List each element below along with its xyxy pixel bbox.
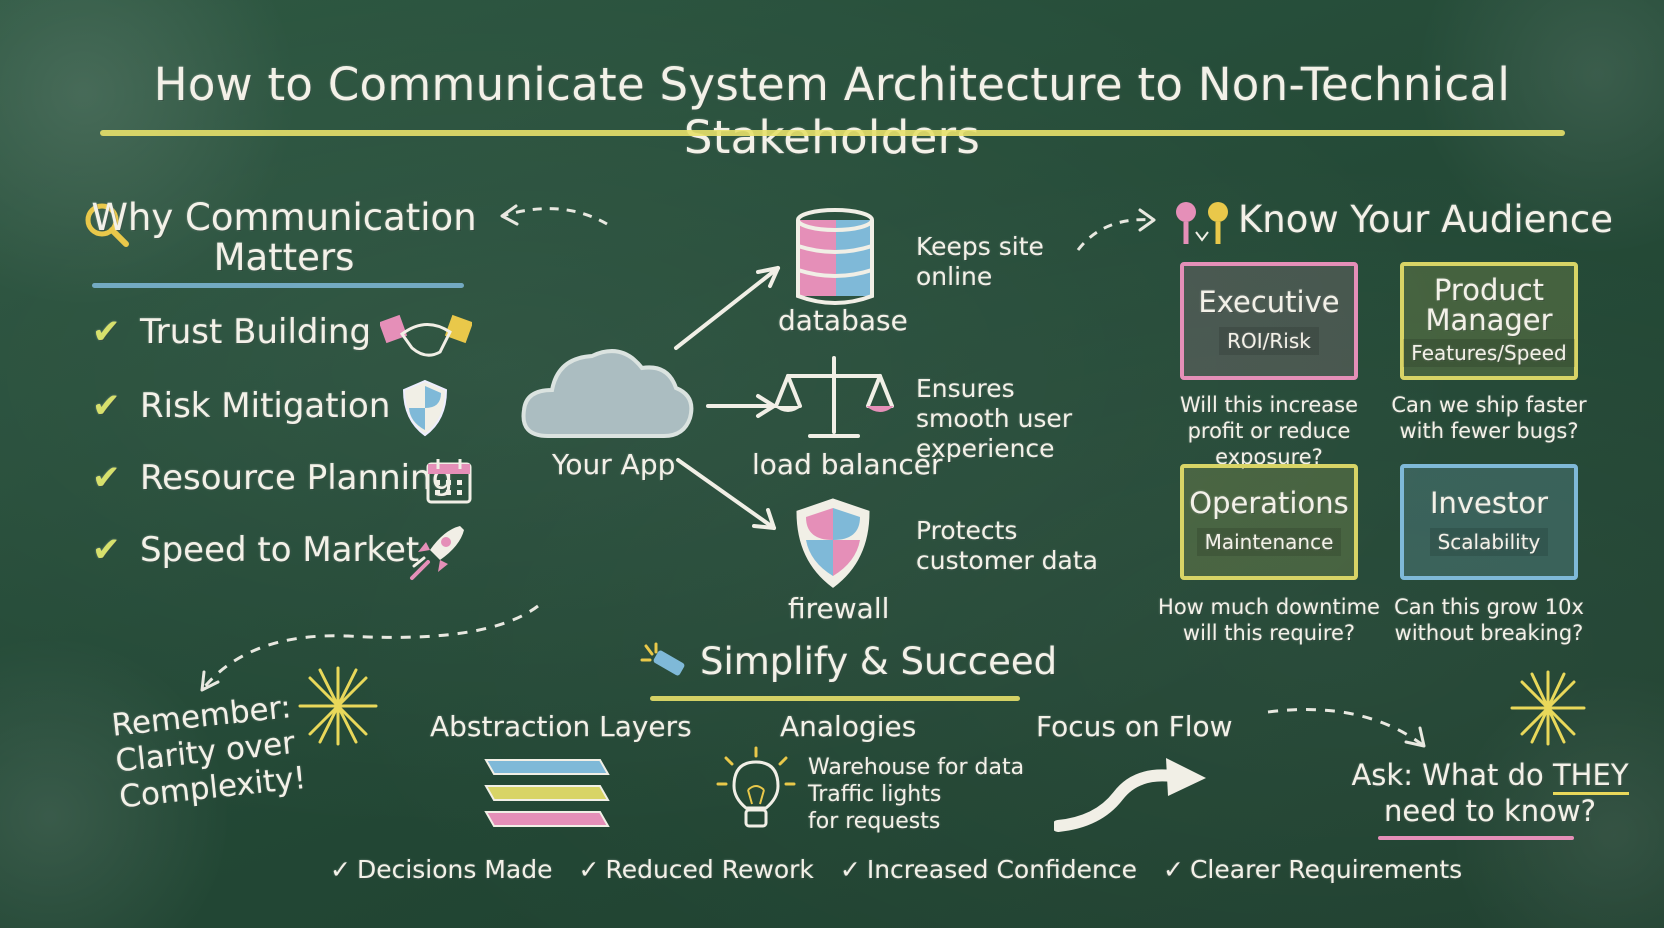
outcome-label: Increased Confidence bbox=[866, 855, 1138, 884]
firewall-label: firewall bbox=[788, 592, 890, 625]
outcome-item: ✓Decisions Made bbox=[330, 855, 553, 884]
lightbulb-icon bbox=[716, 746, 796, 828]
page-title: How to Communicate System Architecture t… bbox=[153, 58, 1511, 164]
why-underline bbox=[92, 283, 464, 288]
audience-title: Know Your Audience bbox=[1238, 198, 1613, 241]
card-question: Will this increase profit or reduce expo… bbox=[1180, 393, 1358, 469]
card-executive: Executive ROI/Risk bbox=[1180, 262, 1358, 380]
outcome-label: Reduced Rework bbox=[605, 855, 814, 884]
check-icon: ✔ bbox=[92, 458, 121, 498]
starburst-icon bbox=[1510, 670, 1586, 746]
database-label: database bbox=[778, 304, 908, 337]
ask-underline bbox=[1378, 836, 1574, 840]
analogy-line: Traffic lights bbox=[808, 782, 942, 807]
check-icon: ✔ bbox=[92, 530, 121, 570]
why-item-label: Resource Planning bbox=[140, 458, 454, 498]
shield-icon bbox=[402, 379, 448, 437]
ask-note: Ask: What do THEY need to know? bbox=[1340, 757, 1640, 829]
outcome-label: Decisions Made bbox=[356, 855, 553, 884]
card-focus: Scalability bbox=[1429, 528, 1549, 556]
chalk-icon bbox=[640, 642, 685, 676]
analogy-lines: Warehouse for data Traffic lights for re… bbox=[808, 754, 1024, 835]
people-icon bbox=[1176, 202, 1228, 244]
why-item-label: Trust Building bbox=[140, 312, 372, 352]
scales-icon bbox=[774, 356, 894, 438]
flow-heading: Focus on Flow bbox=[1036, 710, 1233, 743]
check-icon: ✓ bbox=[330, 855, 351, 884]
firewall-shield-icon bbox=[796, 498, 870, 588]
load-balancer-label: load balancer bbox=[752, 448, 943, 481]
database-note: Keeps site online bbox=[916, 232, 1044, 291]
load-balancer-note: Ensures smooth user experience bbox=[916, 374, 1073, 463]
ask-emphasis: THEY bbox=[1552, 758, 1629, 795]
why-item-resource: ✔ Resource Planning bbox=[92, 458, 453, 498]
starburst-icon bbox=[298, 666, 378, 746]
magnifier-icon bbox=[85, 203, 129, 247]
card-role: Investor bbox=[1429, 486, 1549, 520]
outcome-item: ✓Clearer Requirements bbox=[1163, 855, 1462, 884]
card-product-manager: Product Manager Features/Speed bbox=[1400, 262, 1578, 380]
outcome-item: ✓Reduced Rework bbox=[579, 855, 814, 884]
why-title: Why Communication Matters bbox=[91, 196, 477, 279]
outcome-item: ✓Increased Confidence bbox=[840, 855, 1137, 884]
ask-line2: need to know? bbox=[1383, 794, 1597, 828]
check-icon: ✓ bbox=[1163, 855, 1184, 884]
why-item-label: Risk Mitigation bbox=[140, 386, 391, 426]
remember-note: Remember: Clarity over Complexity! bbox=[110, 688, 308, 815]
card-focus: Maintenance bbox=[1196, 528, 1342, 556]
firewall-note: Protects customer data bbox=[916, 516, 1098, 575]
card-role: Executive bbox=[1198, 285, 1340, 319]
why-item-label: Speed to Market bbox=[140, 530, 420, 570]
why-item-risk: ✔ Risk Mitigation bbox=[92, 386, 390, 426]
outcome-label: Clearer Requirements bbox=[1189, 855, 1463, 884]
flow-arrows bbox=[674, 266, 780, 530]
check-icon: ✔ bbox=[92, 312, 121, 352]
ask-prefix: Ask: What do bbox=[1351, 758, 1553, 792]
simplify-underline bbox=[650, 696, 1020, 701]
simplify-title: Simplify & Succeed bbox=[700, 640, 1058, 683]
title-underline bbox=[100, 130, 1565, 136]
why-item-trust: ✔ Trust Building bbox=[92, 312, 371, 352]
analogy-line: for requests bbox=[808, 809, 941, 834]
audience-arrow bbox=[1076, 208, 1156, 251]
analogies-heading: Analogies bbox=[780, 710, 917, 743]
calendar-icon bbox=[426, 459, 472, 504]
your-app-label: Your App bbox=[552, 448, 676, 481]
card-focus: ROI/Risk bbox=[1219, 327, 1319, 355]
cloud-icon bbox=[521, 349, 694, 438]
analogy-line: Warehouse for data bbox=[808, 755, 1025, 780]
ask-arrow bbox=[1267, 708, 1426, 748]
card-operations: Operations Maintenance bbox=[1180, 464, 1358, 580]
check-icon: ✓ bbox=[578, 855, 600, 884]
rocket-icon bbox=[410, 526, 464, 580]
card-question: Can this grow 10x without breaking? bbox=[1394, 595, 1584, 645]
card-role: Product Manager bbox=[1425, 273, 1553, 337]
outcomes-row: ✓Decisions Made ✓Reduced Rework ✓Increas… bbox=[330, 855, 1462, 884]
why-item-speed: ✔ Speed to Market bbox=[92, 530, 419, 570]
curved-arrow-icon bbox=[1054, 758, 1206, 832]
why-arrow bbox=[500, 204, 608, 226]
remember-arrow bbox=[200, 604, 539, 692]
database-icon bbox=[796, 208, 874, 305]
card-focus: Features/Speed bbox=[1403, 339, 1575, 367]
card-investor: Investor Scalability bbox=[1400, 464, 1578, 580]
layers-icon bbox=[484, 759, 610, 827]
check-icon: ✔ bbox=[92, 386, 121, 426]
abstraction-heading: Abstraction Layers bbox=[430, 710, 692, 743]
handshake-icon bbox=[380, 314, 472, 357]
card-question: How much downtime will this require? bbox=[1158, 595, 1380, 645]
check-icon: ✓ bbox=[839, 855, 861, 884]
card-role: Operations bbox=[1189, 486, 1349, 520]
card-question: Can we ship faster with fewer bugs? bbox=[1391, 393, 1587, 443]
